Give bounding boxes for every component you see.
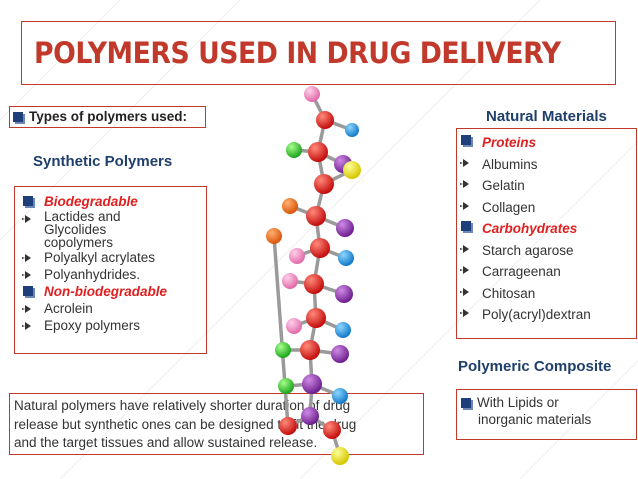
list-item-label: Albumins (482, 156, 538, 172)
page-title: POLYMERS USED IN DRUG DELIVERY (34, 36, 561, 70)
composite-box: With Lipids or inorganic materials (456, 389, 637, 440)
list-item-label: Acrolein (44, 301, 93, 316)
arrow-bullet-icon (22, 215, 31, 223)
note-line-3: and the target tissues and allow sustain… (14, 435, 318, 450)
list-item: Gelatin (460, 175, 591, 197)
arrow-bullet-icon (22, 322, 31, 330)
list-item: Epoxy polymers (22, 317, 167, 334)
types-label-box: Types of polymers used: (9, 106, 206, 128)
list-item: Proteins (460, 132, 591, 154)
arrow-bullet-icon (460, 287, 469, 296)
square-bullet-icon (461, 221, 471, 231)
arrow-bullet-icon (460, 244, 469, 253)
list-item: Chitosan (460, 283, 591, 305)
composite-line-2: inorganic materials (478, 412, 592, 427)
list-item-label: Proteins (482, 135, 537, 150)
composite-heading: Polymeric Composite (458, 358, 612, 375)
list-item-label: Non-biodegradable (44, 284, 168, 299)
list-item: Carrageenan (460, 261, 591, 283)
square-bullet-icon (23, 196, 33, 206)
square-bullet-icon (461, 135, 471, 145)
arrow-bullet-icon (460, 266, 469, 274)
list-item-label: Biodegradable (44, 194, 138, 209)
arrow-bullet-icon (460, 158, 469, 167)
arrow-bullet-icon (460, 309, 469, 317)
list-item-label: Carrageenan (482, 264, 561, 279)
list-item: Starch agarose (460, 240, 591, 262)
list-item-label: Starch agarose (482, 242, 574, 258)
list-item: Polyanhydrides. (22, 266, 167, 283)
composite-line-1: With Lipids or (477, 395, 559, 410)
list-item-label: Poly(acryl)dextran (482, 307, 591, 322)
list-item-label: Chitosan (482, 285, 536, 301)
list-item: Non-biodegradable (22, 283, 167, 300)
natural-box (456, 128, 637, 339)
title-frame (21, 21, 616, 85)
square-bullet-icon (23, 286, 33, 296)
list-item: Collagen (460, 197, 591, 219)
note-line-1: Natural polymers have relatively shorter… (14, 398, 351, 413)
list-item-label: Polyanhydrides. (44, 267, 141, 282)
list-item-label: Gelatin (482, 178, 525, 193)
list-item: Acrolein (22, 300, 167, 317)
list-item: Poly(acryl)dextran (460, 304, 591, 326)
list-item-line: copolymers (44, 235, 114, 250)
square-bullet-icon (461, 398, 471, 408)
list-item-label: Carbohydrates (482, 221, 578, 236)
square-bullet-icon (13, 112, 23, 122)
list-item: Polyalkyl acrylates (22, 249, 167, 266)
list-item: Carbohydrates (460, 218, 591, 240)
note-box: Natural polymers have relatively shorter… (9, 393, 424, 455)
note-line-2: release but synthetic ones can be design… (14, 416, 357, 432)
arrow-bullet-icon (22, 271, 31, 279)
arrow-bullet-icon (460, 201, 469, 210)
arrow-bullet-icon (22, 305, 31, 313)
types-label: Types of polymers used: (29, 109, 188, 124)
list-item-label: Polyalkyl acrylates (44, 250, 156, 265)
list-item-label: Collagen (482, 199, 536, 215)
list-item: Albumins (460, 154, 591, 176)
list-item-label: Epoxy polymers (44, 318, 141, 333)
list-item: Biodegradable (22, 193, 167, 210)
molecular-model-illustration (266, 86, 361, 465)
synthetic-box (14, 186, 207, 354)
arrow-bullet-icon (460, 180, 469, 188)
synthetic-heading: Synthetic Polymers (33, 153, 173, 170)
arrow-bullet-icon (22, 254, 31, 262)
list-item-line: Lactides and (44, 209, 121, 224)
natural-heading: Natural Materials (486, 108, 607, 125)
list-item-line: Glycolides (44, 222, 107, 237)
